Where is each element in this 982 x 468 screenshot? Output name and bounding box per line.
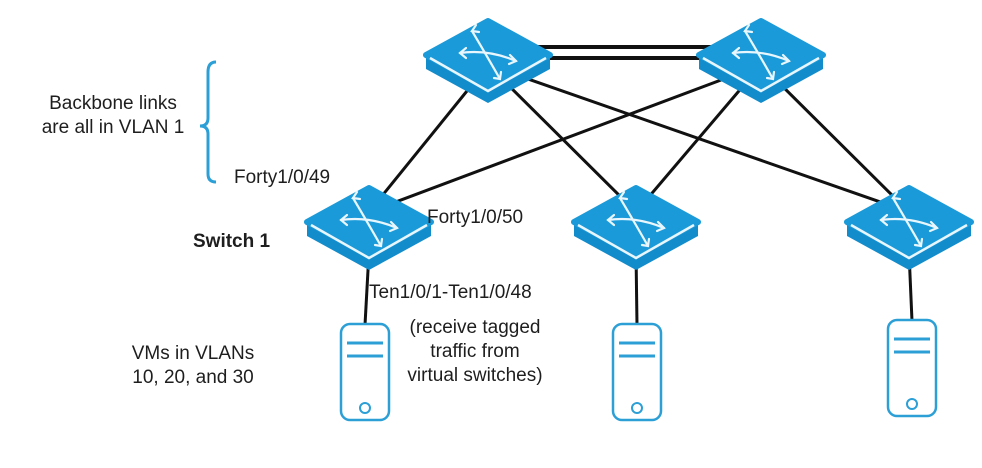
backbone-note: Backbone links are all in VLAN 1: [18, 92, 208, 140]
switch-side: [699, 55, 823, 103]
backbone-note-line-1: Backbone links: [49, 93, 177, 114]
arrow-head-1: [351, 190, 362, 201]
tagged-note-line-1: (receive tagged: [409, 317, 541, 338]
tagged-note-line-2: traffic from: [430, 341, 520, 362]
backbone-brace: [199, 60, 217, 184]
switch-arrows-icon: [606, 190, 666, 248]
arrow-head-3: [879, 213, 889, 227]
switch-edge: [310, 223, 428, 260]
server-power-led: [631, 402, 643, 414]
arrow-head-4: [780, 53, 791, 66]
vm-note-line-2: 10, 20, and 30: [132, 367, 254, 388]
arrow-head-4: [928, 220, 939, 233]
brace-shape: [199, 60, 217, 184]
uplink-core-2-acc-1: [368, 63, 762, 214]
switch-arrows-icon: [731, 23, 791, 81]
uplink-core-2-acc-3: [759, 63, 911, 214]
server-body: [611, 322, 663, 422]
arrow-head-2: [765, 70, 776, 81]
switch-side: [426, 55, 550, 103]
server-power-led: [906, 398, 918, 410]
access-switch-1[interactable]: [304, 185, 434, 270]
nodes-layer: [304, 18, 974, 422]
arrow-head-4: [655, 220, 666, 233]
tagged-note-line-3: virtual switches): [407, 365, 543, 386]
port-label-forty-49: Forty1/0/49: [234, 167, 331, 188]
switch-arrows-icon: [879, 190, 939, 248]
port-label-ten-range: Ten1/0/1-Ten1/0/48: [369, 282, 532, 303]
access-switch-2[interactable]: [571, 185, 701, 270]
arrow-head-4: [507, 53, 518, 66]
switch-side: [574, 222, 698, 270]
server-1[interactable]: [339, 322, 391, 422]
arrow-head-2: [492, 70, 503, 81]
core-switch-left[interactable]: [423, 18, 553, 103]
server-2[interactable]: [611, 322, 663, 422]
server-3[interactable]: [886, 318, 938, 418]
arrow-head-3: [339, 213, 349, 227]
arrow-line-2: [879, 217, 939, 230]
arrow-head-1: [618, 190, 629, 201]
arrow-line-2: [458, 50, 518, 63]
server-body: [886, 318, 938, 418]
switch-edge: [702, 56, 820, 93]
server-body: [339, 322, 391, 422]
switch-edge: [429, 56, 547, 93]
switch-1-label: Switch 1: [193, 231, 271, 252]
backbone-note-line-2: are all in VLAN 1: [41, 117, 185, 138]
port-label-forty-50: Forty1/0/50: [427, 207, 524, 228]
tagged-traffic-note: (receive tagged traffic from virtual swi…: [380, 316, 570, 388]
access-switch-3[interactable]: [844, 185, 974, 270]
arrow-head-3: [731, 46, 741, 60]
arrow-head-4: [388, 220, 399, 233]
arrow-line-2: [606, 217, 666, 230]
arrow-head-1: [891, 190, 902, 201]
arrow-line-2: [731, 50, 791, 63]
switch-arrows-icon: [339, 190, 399, 248]
vm-vlans-note: VMs in VLANs 10, 20, and 30: [113, 342, 273, 390]
switch-arrows-icon: [458, 23, 518, 81]
arrow-head-2: [373, 237, 384, 248]
arrow-head-3: [458, 46, 468, 60]
switch-edge: [850, 223, 968, 260]
server-power-led: [359, 402, 371, 414]
switch-edge: [577, 223, 695, 260]
vm-note-line-1: VMs in VLANs: [131, 343, 255, 364]
switch-side: [847, 222, 971, 270]
arrow-head-1: [470, 23, 481, 34]
arrow-head-2: [913, 237, 924, 248]
arrow-head-2: [640, 237, 651, 248]
switch-side: [307, 222, 431, 270]
arrow-head-3: [606, 213, 616, 227]
arrow-head-1: [743, 23, 754, 34]
arrow-line-2: [339, 217, 399, 230]
core-switch-right[interactable]: [696, 18, 826, 103]
